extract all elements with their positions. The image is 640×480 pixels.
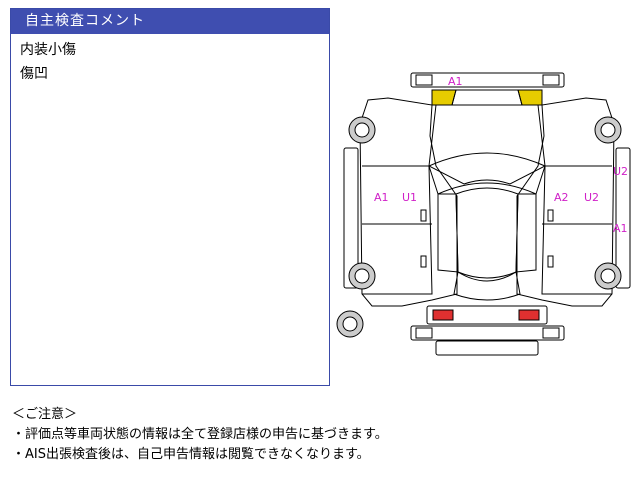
damage-label: U2 (584, 191, 599, 204)
trunk (426, 305, 548, 325)
notes-heading: ＜ご注意＞ (12, 407, 78, 422)
spare-wheel (336, 310, 364, 338)
front-bumper (410, 72, 565, 88)
front-bumper-corner (542, 74, 560, 86)
wheel-front-left (348, 116, 376, 144)
comment-list: 内装小傷 傷凹 (11, 34, 329, 86)
comment-item: 傷凹 (20, 66, 48, 82)
body-left-outline (359, 97, 458, 307)
damage-label: U2 (613, 165, 628, 178)
right-rear-handle (547, 255, 554, 268)
comment-item: 内装小傷 (20, 42, 76, 58)
right-side-window (515, 193, 537, 273)
wheel-rear-left (348, 262, 376, 290)
wheel-front-right (594, 116, 622, 144)
right-doors (541, 165, 612, 295)
rear-bumper (410, 325, 565, 341)
right-side-step (615, 147, 631, 289)
panel-title: 自主検査コメント (11, 9, 329, 34)
rear-bumper-corner (542, 327, 560, 339)
wheel-rear-right (594, 262, 622, 290)
notes-section: ＜ご注意＞ ・評価点等車両状態の情報は全て登録店様の申告に基づきます。 ・AIS… (12, 405, 388, 465)
body-right-outline (516, 97, 615, 307)
left-front-handle (420, 209, 427, 222)
left-taillight-marker (432, 309, 454, 321)
front-bumper-corner (415, 74, 433, 86)
roof (455, 187, 519, 279)
rear-window (453, 271, 521, 301)
right-taillight-marker (518, 309, 540, 321)
rear-bumper-corner (415, 327, 433, 339)
notes-line: ・AIS出張検査後は、自己申告情報は閲覧できなくなります。 (12, 447, 370, 462)
left-side-step (343, 147, 359, 289)
front-grille (451, 89, 523, 106)
damage-label: A2 (554, 191, 569, 204)
left-side-window (437, 193, 459, 273)
notes-line: ・評価点等車両状態の情報は全て登録店様の申告に基づきます。 (12, 427, 388, 442)
car-condition-diagram: A1 A1 U1 A2 U2 U2 A1 (336, 72, 631, 356)
damage-label: U1 (402, 191, 417, 204)
windshield (428, 152, 546, 195)
left-rear-handle (420, 255, 427, 268)
rear-panel (435, 340, 539, 356)
self-inspection-comment-panel: 自主検査コメント 内装小傷 傷凹 (10, 8, 330, 386)
damage-label: A1 (374, 191, 389, 204)
right-front-handle (547, 209, 554, 222)
hood (428, 104, 546, 185)
damage-label: A1 (613, 222, 628, 235)
left-doors (362, 165, 433, 295)
damage-label: A1 (448, 75, 463, 88)
